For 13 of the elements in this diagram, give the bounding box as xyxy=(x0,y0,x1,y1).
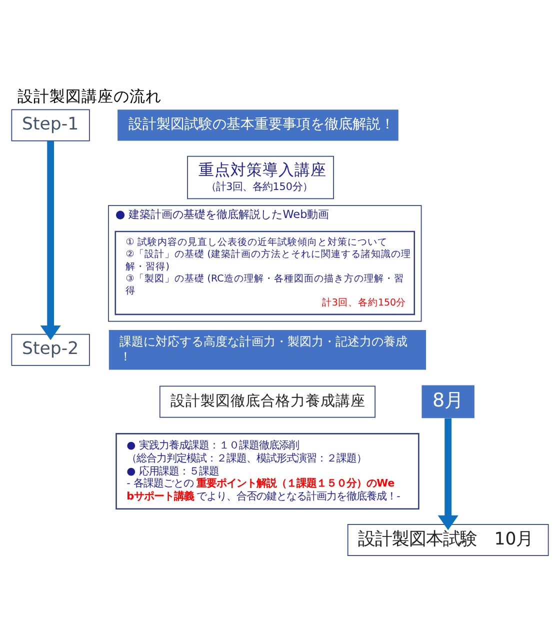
arrow xyxy=(40,140,61,340)
node-box: 設計製図徹底合格力養成講座 xyxy=(159,385,376,418)
node-box: ① 試験内容の見直し公表後の近年試験傾向と対策について ②「設計」の基礎 (建築計画の方法とそれに関連する諸知識の理解・習得) ③「製図」の基礎 (RC造の理解・各種図面の描き方の理解・習得 計3回、各約150分 xyxy=(114,230,416,315)
node-box: ● 実践力養成課題：１０課題徹底添削 （総合力判定模試：２課題、模試形式演習：２課題） ● 応用課題：５課題 - 各課題ごとの重要ポイント解説（１課題１５０分）のWebサポート講義でより、合否の鍵となる計画力を徹底養成！- xyxy=(116,432,420,510)
node-box: 課題に対応する高度な計画力・製図力・記述力の養成！ xyxy=(108,330,426,370)
node-box: 設計製図試験の基本重要事項を徹底解説！ xyxy=(118,109,398,140)
node-box: 重点対策導入講座 （計3回、各約150分） xyxy=(187,155,334,199)
node-box: Step-2 xyxy=(11,333,90,366)
arrow xyxy=(438,418,458,530)
node-box: Step-1 xyxy=(11,108,90,141)
node-box: 設計製図本試験 10月 xyxy=(347,524,549,556)
node-box: 8月 xyxy=(422,384,474,418)
diagram-title: 設計製図講座の流れ xyxy=(17,86,162,105)
